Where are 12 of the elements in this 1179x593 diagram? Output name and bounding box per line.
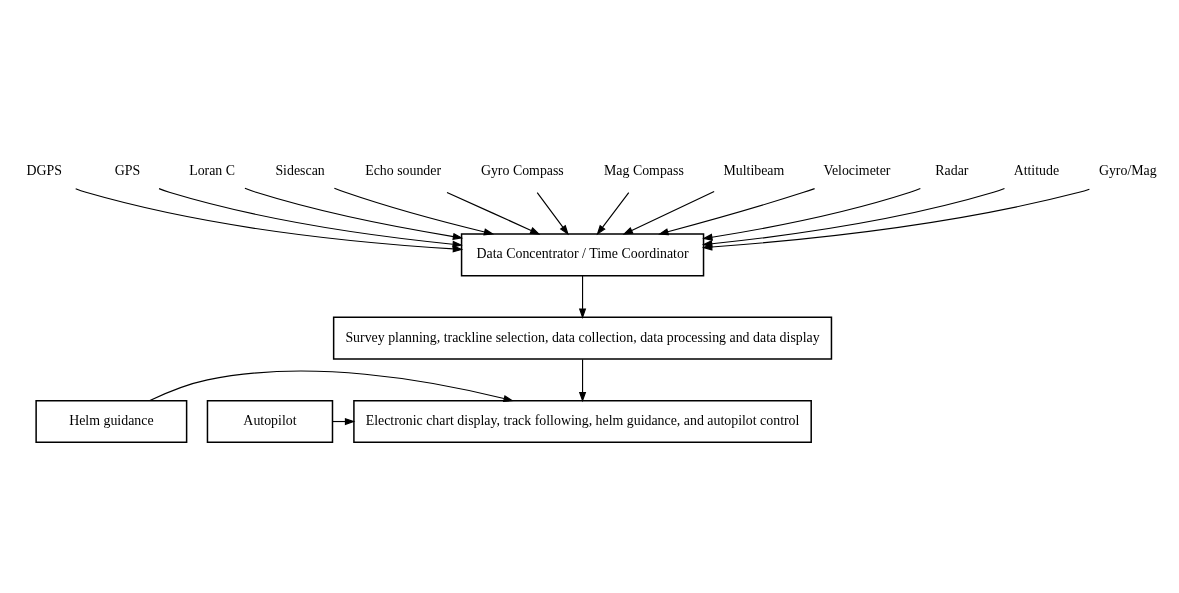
node-text: Echo sounder	[365, 163, 442, 179]
node-text: Loran C	[189, 163, 236, 179]
node-text: Attitude	[1013, 163, 1060, 179]
node-text: Gyro/Mag	[1098, 163, 1157, 179]
node-text: DGPS	[26, 163, 62, 179]
node-text: Multibeam	[723, 163, 785, 179]
node-text: Sidescan	[275, 163, 325, 179]
node-text: Gyro Compass	[480, 163, 564, 179]
node-text: Velocimeter	[823, 163, 891, 179]
node-text: Mag Compass	[604, 163, 684, 179]
node-text: GPS	[114, 163, 141, 179]
node-text: Radar	[935, 163, 969, 179]
